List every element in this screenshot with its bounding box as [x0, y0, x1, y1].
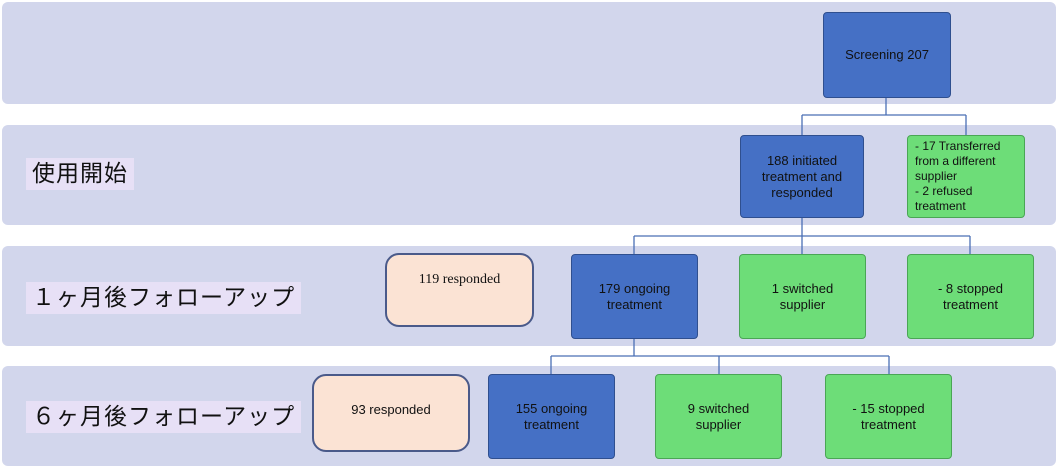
screening-box: Screening 207 [823, 12, 951, 98]
month6-responded-box: 93 responded [312, 374, 470, 452]
month1-stopped-box: - 8 stopped treatment [907, 254, 1034, 339]
row-label-month1: １ヶ月後フォローアップ [26, 282, 302, 314]
month6-ongoing-box: 155 ongoing treatment [488, 374, 615, 459]
month1-ongoing-box: 179 ongoing treatment [571, 254, 698, 339]
row-band-start [2, 125, 1056, 225]
month1-responded-box: 119 responded [385, 253, 534, 327]
row-label-month6: ６ヶ月後フォローアップ [26, 401, 302, 433]
initiated-box: 188 initiated treatment and responded [740, 135, 864, 218]
row-label-start: 使用開始 [26, 158, 134, 190]
month6-switched-box: 9 switched supplier [655, 374, 782, 459]
excluded-box: - 17 Transferred from a different suppli… [907, 135, 1025, 218]
month1-switched-box: 1 switched supplier [739, 254, 866, 339]
month6-stopped-box: - 15 stopped treatment [825, 374, 952, 459]
